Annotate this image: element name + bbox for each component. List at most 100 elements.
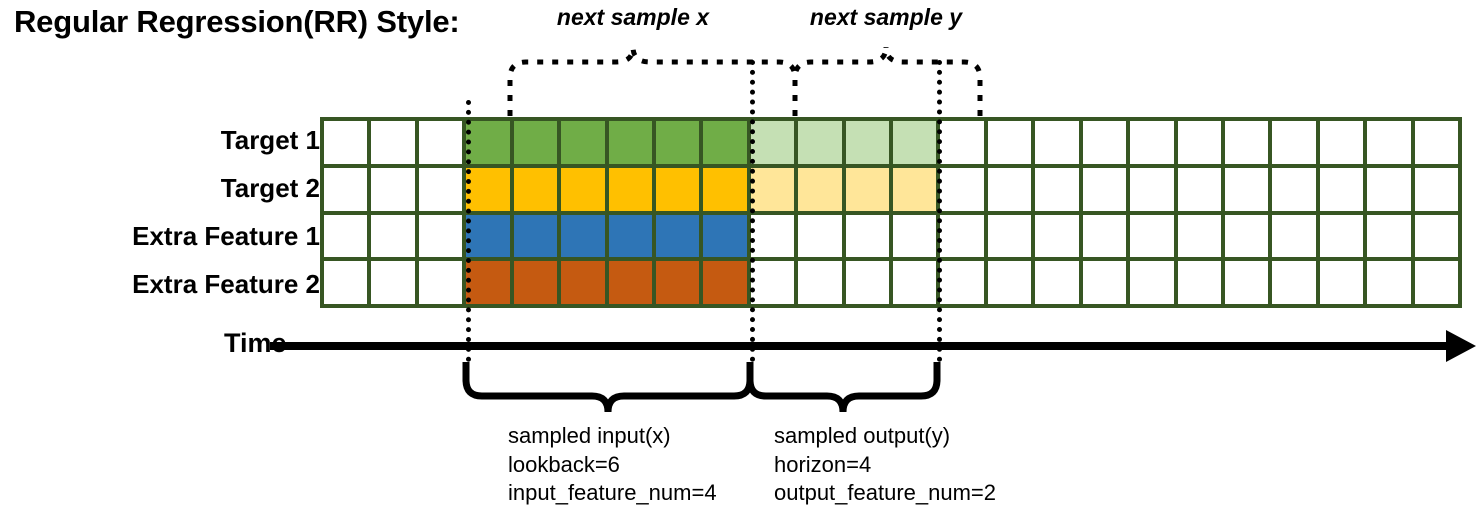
grid-cell — [418, 121, 463, 164]
grid-cell — [1177, 167, 1222, 211]
row-label-target-2: Target 2 — [220, 173, 320, 203]
grid-cell — [1035, 261, 1079, 304]
grid-row-target-1 — [324, 121, 1459, 164]
grid-cell — [513, 261, 558, 304]
grid-cell — [561, 121, 605, 164]
grid-cell — [1082, 261, 1127, 304]
dotted-guide-input-end — [750, 60, 755, 362]
grid-cell — [1367, 121, 1411, 164]
grid-cell — [466, 261, 510, 304]
grid-cell — [418, 261, 463, 304]
grid-cell — [1272, 121, 1316, 164]
grid-cell — [655, 167, 700, 211]
grid-cell — [1225, 167, 1269, 211]
grid-cell — [750, 167, 795, 211]
grid-cell — [893, 167, 937, 211]
grid-cell — [324, 121, 368, 164]
grid-cell — [987, 261, 1032, 304]
grid-cell — [561, 261, 605, 304]
grid-cell — [655, 121, 700, 164]
top-brace-label-next-sample-y: next sample y — [809, 4, 963, 30]
grid-cell — [324, 167, 368, 211]
grid-cell — [940, 261, 984, 304]
grid-cell — [987, 214, 1032, 258]
bottom-brace-caption-sampled-input: sampled input(x) lookback=6 input_featur… — [508, 422, 717, 508]
grid-cell — [940, 167, 984, 211]
row-label-target-1: Target 1 — [220, 125, 320, 155]
grid-cell — [1225, 121, 1269, 164]
grid-cell — [1130, 121, 1174, 164]
grid-cell — [1130, 167, 1174, 211]
grid-cell — [655, 214, 700, 258]
grid-cell — [1177, 214, 1222, 258]
grid-cell — [1035, 214, 1079, 258]
caption-line-3: output_feature_num=2 — [774, 480, 997, 506]
grid-cell — [1082, 121, 1127, 164]
grid-cell — [703, 214, 747, 258]
grid-cell — [608, 261, 652, 304]
grid-cell — [1414, 121, 1459, 164]
grid-cell — [1367, 167, 1411, 211]
grid-cell — [1272, 261, 1316, 304]
grid-cell — [371, 167, 415, 211]
grid-row-extra-feature-1 — [324, 214, 1459, 258]
grid-cell — [1225, 214, 1269, 258]
grid-cell — [845, 214, 890, 258]
grid-cell — [987, 167, 1032, 211]
grid-cell — [513, 121, 558, 164]
grid-cell — [513, 167, 558, 211]
grid-cell — [940, 214, 984, 258]
grid-cell — [418, 214, 463, 258]
timeline-grid — [320, 117, 1462, 308]
grid-cell — [324, 214, 368, 258]
caption-line-1: sampled input(x) — [508, 423, 671, 448]
time-axis-arrow — [270, 330, 1476, 362]
grid-cell — [1367, 214, 1411, 258]
grid-cell — [940, 121, 984, 164]
grid-cell — [466, 167, 510, 211]
bottom-brace-caption-sampled-output: sampled output(y) horizon=4 output_featu… — [774, 422, 996, 508]
grid-cell — [608, 214, 652, 258]
grid-cell — [371, 214, 415, 258]
grid-cell — [1035, 121, 1079, 164]
grid-cell — [1130, 214, 1174, 258]
grid-cell — [893, 214, 937, 258]
grid-cell — [798, 167, 842, 211]
grid-cell — [1272, 167, 1316, 211]
grid-row-target-2 — [324, 167, 1459, 211]
row-label-extra-feature-1: Extra Feature 1 — [132, 221, 320, 251]
grid-cell — [608, 121, 652, 164]
grid-cell — [1082, 167, 1127, 211]
grid-cell — [1177, 121, 1222, 164]
grid-cell — [466, 121, 510, 164]
grid-cell — [513, 214, 558, 258]
grid-cell — [1367, 261, 1411, 304]
grid-cell — [1082, 214, 1127, 258]
grid-cell — [1319, 167, 1364, 211]
caption-line-2: lookback=6 — [508, 451, 620, 477]
grid-cell — [798, 121, 842, 164]
grid-cell — [1130, 261, 1174, 304]
grid-cell — [845, 121, 890, 164]
page-title: Regular Regression(RR) Style: — [14, 4, 460, 39]
grid-cell — [893, 121, 937, 164]
grid-cell — [1414, 214, 1459, 258]
grid-cell — [655, 261, 700, 304]
grid-cell — [1177, 261, 1222, 304]
grid-cell — [1319, 261, 1364, 304]
grid-cell — [418, 167, 463, 211]
grid-cell — [1272, 214, 1316, 258]
grid-cell — [987, 121, 1032, 164]
grid-cell — [750, 261, 795, 304]
grid-cell — [1414, 167, 1459, 211]
row-label-extra-feature-2: Extra Feature 2 — [132, 269, 320, 299]
grid-cell — [608, 167, 652, 211]
grid-cell — [466, 214, 510, 258]
grid-cell — [703, 261, 747, 304]
grid-cell — [561, 167, 605, 211]
caption-line-1: sampled output(y) — [774, 423, 951, 448]
grid-cell — [845, 167, 890, 211]
grid-cell — [324, 261, 368, 304]
grid-cell — [750, 214, 795, 258]
